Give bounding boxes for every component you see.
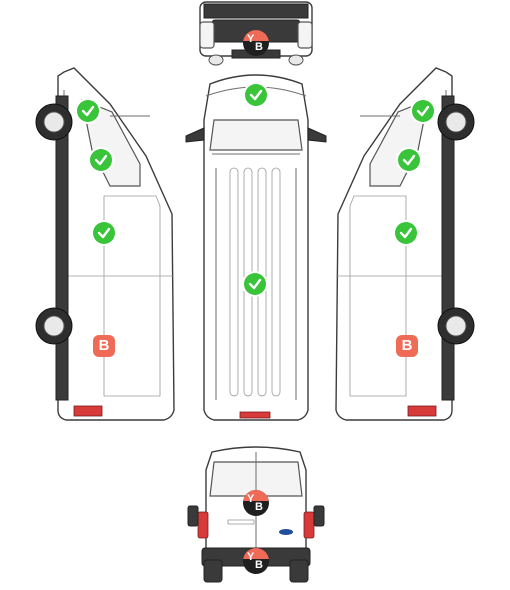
check-icon: [77, 100, 99, 122]
check-icon: [398, 149, 420, 171]
right-side-view: [335, 67, 475, 421]
b-badge-icon: B: [93, 335, 115, 357]
check-icon: [93, 222, 115, 244]
top-view: [185, 74, 327, 421]
check-icon: [244, 273, 266, 295]
check-icon: [395, 222, 417, 244]
check-icon: [245, 84, 267, 106]
check-icon: [412, 100, 434, 122]
yb-logo-icon: Y B: [243, 490, 269, 516]
yb-logo-icon: Y B: [243, 30, 269, 56]
left-side-view: [35, 67, 175, 421]
yb-logo-icon: Y B: [243, 548, 269, 574]
check-icon: [90, 149, 112, 171]
b-badge-icon: B: [396, 335, 418, 357]
